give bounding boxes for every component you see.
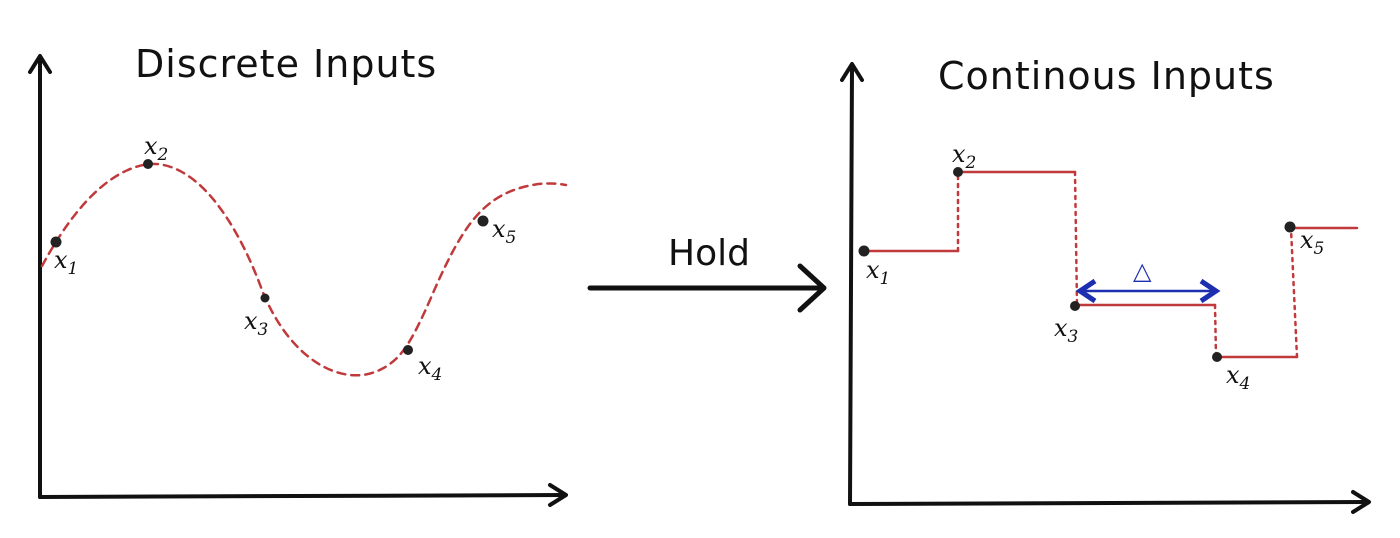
right-x-axis	[848, 500, 1369, 506]
left-label-x4: x4	[418, 352, 443, 385]
right-panel-title: Continous Inputs	[938, 54, 1275, 98]
left-point-x3	[260, 293, 270, 303]
right-y-axis-arrowhead	[840, 62, 864, 82]
right-label-x2: x2	[952, 140, 977, 173]
left-x-axis	[38, 493, 566, 499]
left-label-x2: x2	[144, 132, 169, 165]
left-label-x5: x5	[492, 215, 517, 248]
right-point-x3	[1070, 301, 1080, 311]
left-point-x2	[143, 159, 153, 169]
right-points	[858, 167, 1296, 362]
left-point-x4	[403, 345, 413, 355]
discrete-sine-curve	[40, 162, 568, 377]
right-label-x1: x1	[866, 256, 891, 289]
left-y-axis-arrowhead	[28, 54, 52, 74]
right-label-x3: x3	[1054, 314, 1079, 347]
right-y-axis	[848, 64, 854, 506]
right-label-x4: x4	[1226, 361, 1251, 394]
rise-x4-x5	[1289, 227, 1299, 359]
held-steps	[862, 170, 1359, 359]
hold-label: Hold	[668, 233, 750, 274]
left-point-x5	[477, 215, 489, 227]
fall-x3-x4	[1213, 303, 1218, 358]
left-label-x3: x3	[244, 307, 269, 340]
left-x-axis-arrowhead	[548, 483, 568, 507]
hold-arrow	[587, 263, 827, 313]
right-point-x5	[1284, 221, 1296, 233]
left-points	[50, 159, 489, 355]
right-point-x4	[1212, 352, 1222, 362]
right-axes	[840, 62, 1371, 514]
delta-label: △	[1133, 257, 1152, 285]
left-label-x1: x1	[54, 246, 79, 279]
left-panel-title: Discrete Inputs	[135, 42, 438, 86]
right-point-x1	[858, 245, 870, 257]
left-point-x1	[50, 236, 62, 248]
left-axes	[28, 54, 568, 507]
right-point-x2	[953, 167, 963, 177]
fall-x2-x3	[1073, 170, 1079, 307]
right-label-x5: x5	[1300, 226, 1325, 259]
right-x-axis-arrowhead	[1351, 490, 1371, 514]
